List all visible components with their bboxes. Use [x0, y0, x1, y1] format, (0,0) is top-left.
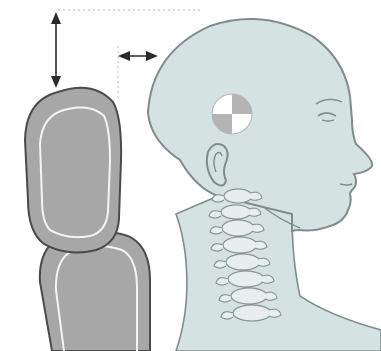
vertebra-process-5 [214, 261, 226, 268]
headrest [25, 88, 121, 253]
vertebra-process-2 [209, 211, 221, 218]
vertebra-process-4 [211, 244, 223, 251]
horizontal-double-arrow-icon [118, 51, 158, 61]
vertebra-8 [233, 305, 271, 321]
vertebra-3 [222, 220, 254, 236]
vertebra-6 [228, 271, 264, 287]
vertebra-process-6 [216, 278, 228, 285]
vertebra-process-1 [212, 195, 224, 202]
vertebra-5 [226, 254, 260, 270]
occupant-body [176, 196, 381, 351]
vertebra-7 [231, 288, 267, 304]
vertebra-process-8 [221, 312, 233, 319]
vertebra-process-3 [210, 227, 222, 234]
vertebra-2 [221, 205, 251, 219]
occupant-head [148, 19, 372, 232]
vertebra-1 [224, 189, 252, 203]
crash-test-target-icon [212, 94, 252, 134]
vertebra-process-7 [219, 295, 231, 302]
vertebra-4 [223, 237, 257, 253]
vertical-double-arrow-icon [51, 12, 61, 88]
